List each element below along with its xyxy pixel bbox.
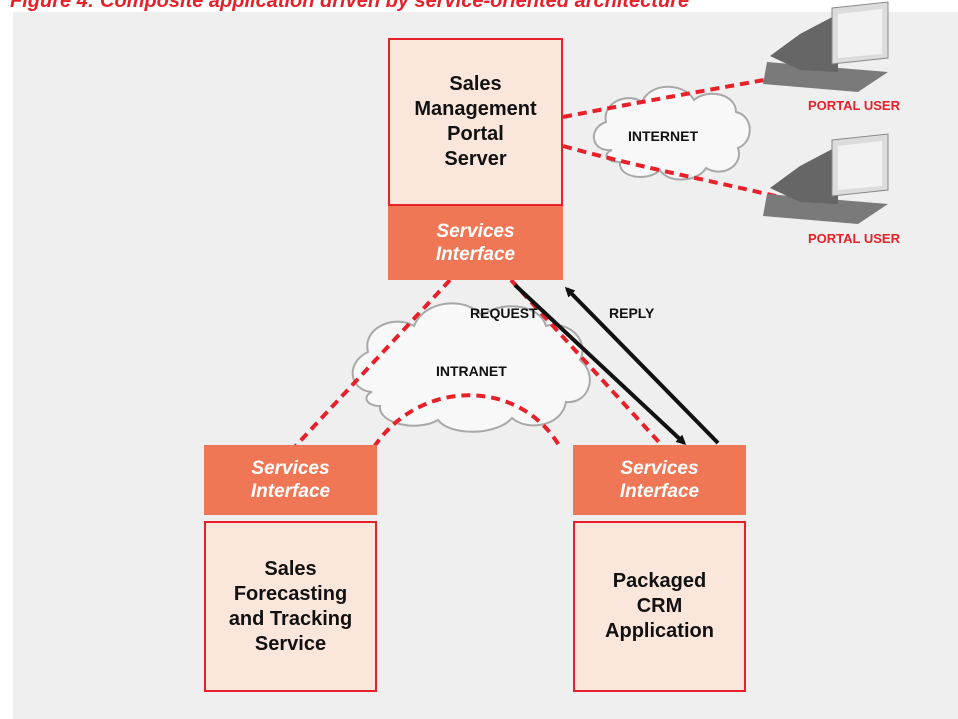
- portal-services-interface: Services Interface: [388, 206, 563, 280]
- request-label: REQUEST: [470, 305, 538, 321]
- forecast-services-interface: Services Interface: [204, 445, 377, 515]
- intranet-cloud-icon: [351, 302, 591, 433]
- portal-user-label: PORTAL USER: [808, 231, 900, 246]
- internet-label: INTERNET: [628, 128, 698, 144]
- forecast-service-box: Sales Forecasting and Tracking Service: [204, 521, 377, 692]
- crm-application-label: Packaged CRM Application: [605, 570, 714, 642]
- dashed-links: [288, 68, 821, 454]
- crm-interface-label: Services Interface: [619, 458, 700, 502]
- reply-arrow-icon: [564, 286, 720, 445]
- request-arrow-icon: [513, 283, 687, 446]
- portal-to-user1-link: [562, 68, 821, 119]
- portal-to-crm-link: [509, 278, 670, 454]
- intranet-label: INTRANET: [436, 363, 507, 379]
- portal-server-box: Sales Management Portal Server: [388, 38, 563, 206]
- crm-application-box: Packaged CRM Application: [573, 521, 746, 692]
- figure-title: Figure 4: Composite application driven b…: [10, 0, 690, 12]
- portal-to-user2-link: [562, 144, 793, 202]
- reply-label: REPLY: [609, 305, 655, 321]
- portal-user-label: PORTAL USER: [808, 98, 900, 113]
- internet-cloud-icon: [592, 85, 751, 181]
- forecast-interface-label: Services Interface: [250, 458, 331, 502]
- laptop-icon: [763, 133, 889, 224]
- portal-server-label: Sales Management Portal Server: [414, 73, 537, 170]
- portal-to-forecast-link: [288, 278, 452, 454]
- crm-services-interface: Services Interface: [573, 445, 746, 515]
- figure-title-strip: Figure 4: Composite application driven b…: [0, 0, 689, 12]
- forecast-service-label: Sales Forecasting and Tracking Service: [228, 557, 353, 655]
- forecast-to-crm-link: [372, 393, 562, 449]
- portal-interface-label: Services Interface: [435, 221, 516, 265]
- laptop-icon: [763, 1, 889, 92]
